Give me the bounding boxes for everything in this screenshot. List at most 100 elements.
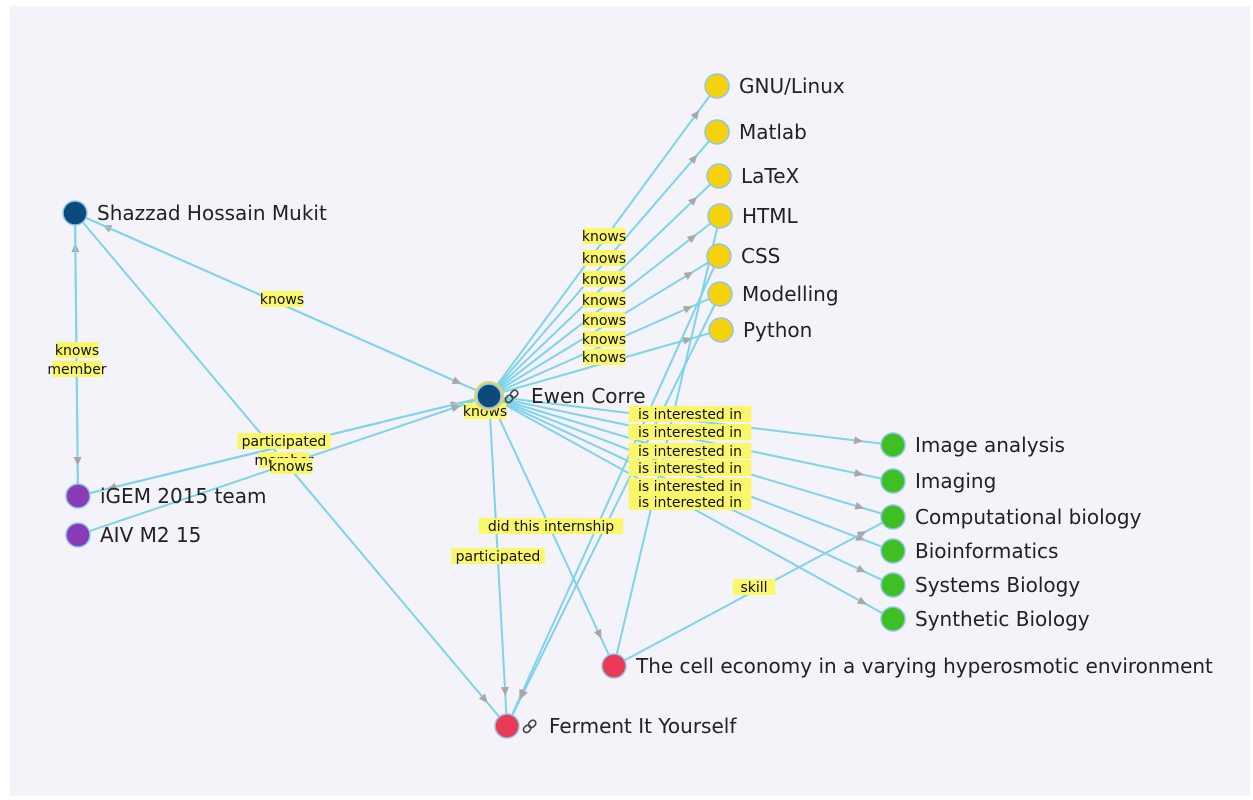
edge-label: is interested in: [628, 460, 752, 477]
node-label: Ewen Corre: [531, 384, 646, 408]
edge-label-text: is interested in: [638, 444, 742, 460]
node-circle[interactable]: [494, 713, 520, 739]
node-sysbio[interactable]: Systems Biology: [880, 572, 1080, 598]
edge-label: did this internship: [478, 518, 624, 535]
node-circle[interactable]: [880, 538, 906, 564]
edge-arrowhead: [688, 154, 698, 165]
node-circle[interactable]: [708, 317, 734, 343]
edge-label-background: [582, 349, 626, 365]
graph-canvas: [10, 6, 1250, 796]
edge-label: knows: [582, 250, 626, 267]
edge-label: knows: [55, 342, 99, 359]
edge-arrowhead: [854, 469, 864, 477]
node-circle[interactable]: [65, 522, 91, 548]
edge-label-background: [628, 443, 752, 459]
edge-css-ferment[interactable]: [506, 255, 720, 727]
edge-label-text: skill: [740, 580, 767, 596]
edge-arrowhead: [853, 436, 864, 445]
edge-label-text: member: [47, 362, 106, 378]
node-label: iGEM 2015 team: [100, 484, 266, 508]
edge-label-background: [237, 433, 331, 449]
node-circle[interactable]: [706, 243, 732, 269]
edge-arrowhead: [688, 196, 698, 206]
node-label: Shazzad Hossain Mukit: [97, 201, 327, 225]
node-circle[interactable]: [880, 606, 906, 632]
node-label: Imaging: [915, 469, 996, 493]
node-shazzad[interactable]: Shazzad Hossain Mukit: [62, 200, 327, 226]
node-circle[interactable]: [707, 281, 733, 307]
node-gnu[interactable]: GNU/Linux: [704, 73, 845, 99]
edge-label-background: [582, 271, 626, 287]
edge-arrowhead: [682, 306, 693, 314]
edge-label-text: did this internship: [488, 519, 614, 535]
edge-label-text: is interested in: [638, 461, 742, 477]
node-cell[interactable]: The cell economy in a varying hyperosmot…: [601, 653, 1213, 679]
node-ferment[interactable]: Ferment It Yourself: [494, 713, 737, 739]
node-css[interactable]: CSS: [706, 243, 780, 269]
edge-arrowhead: [856, 596, 867, 605]
edge-arrowhead: [683, 271, 694, 280]
edge-arrowhead: [451, 376, 462, 384]
node-html[interactable]: HTML: [707, 203, 799, 229]
link-icon[interactable]: [522, 719, 537, 734]
link-icon[interactable]: [504, 389, 519, 404]
node-igem[interactable]: iGEM 2015 team: [65, 483, 266, 509]
edge-label-text: knows: [582, 229, 626, 245]
node-circle[interactable]: [880, 432, 906, 458]
edge-label-text: is interested in: [638, 407, 742, 423]
edge-label-background: [582, 250, 626, 266]
node-circle[interactable]: [62, 200, 88, 226]
edge-label-background: [582, 292, 626, 308]
node-circle[interactable]: [704, 119, 730, 145]
node-python[interactable]: Python: [708, 317, 812, 343]
node-circle[interactable]: [706, 163, 732, 189]
node-bioinf[interactable]: Bioinformatics: [880, 538, 1058, 564]
node-label: Ferment It Yourself: [549, 714, 737, 738]
edge-label: member: [47, 361, 107, 378]
edge-label: is interested in: [628, 478, 752, 495]
node-imgan[interactable]: Image analysis: [880, 432, 1065, 458]
node-matlab[interactable]: Matlab: [704, 119, 807, 145]
node-synbio[interactable]: Synthetic Biology: [880, 606, 1090, 632]
edge-label: participated: [451, 548, 545, 565]
edge-label-background: [582, 312, 626, 328]
link-icon-part: [522, 724, 532, 734]
node-modelling[interactable]: Modelling: [707, 281, 839, 307]
edge-arrowhead: [73, 456, 82, 467]
node-circle[interactable]: [880, 504, 906, 530]
edge-label-text: participated: [456, 549, 541, 565]
edge-label: knows: [582, 312, 626, 329]
node-label: LaTeX: [741, 164, 800, 188]
edge-label-text: knows: [582, 350, 626, 366]
edge-label-background: [628, 424, 752, 440]
node-compbio[interactable]: Computational biology: [880, 504, 1142, 530]
node-circle[interactable]: [65, 483, 91, 509]
node-imaging[interactable]: Imaging: [880, 468, 996, 494]
node-circle[interactable]: [880, 468, 906, 494]
edge-label-text: knows: [260, 292, 304, 308]
edge-label-text: is interested in: [638, 495, 742, 511]
node-ewen[interactable]: Ewen Corre: [474, 381, 646, 411]
link-icon-part: [504, 394, 514, 404]
edge-label-background: [55, 342, 99, 358]
node-aiv[interactable]: AIV M2 15: [65, 522, 201, 548]
node-circle[interactable]: [707, 203, 733, 229]
edge-modelling-ferment[interactable]: [506, 293, 721, 727]
node-label: Matlab: [739, 120, 807, 144]
edge-label-background: [582, 331, 626, 347]
node-circle[interactable]: [880, 572, 906, 598]
node-circle[interactable]: [601, 653, 627, 679]
node-circle[interactable]: [476, 383, 502, 409]
edge-label-background: [582, 228, 626, 244]
edge-label: knows: [260, 291, 304, 308]
edge-label-background: [478, 518, 624, 534]
node-latex[interactable]: LaTeX: [706, 163, 800, 189]
edge-label-background: [628, 478, 752, 494]
node-label: Computational biology: [915, 505, 1142, 529]
node-circle[interactable]: [704, 73, 730, 99]
edge-label-background: [732, 579, 776, 595]
edge-label: is interested in: [628, 494, 752, 511]
edge-label-text: knows: [582, 313, 626, 329]
